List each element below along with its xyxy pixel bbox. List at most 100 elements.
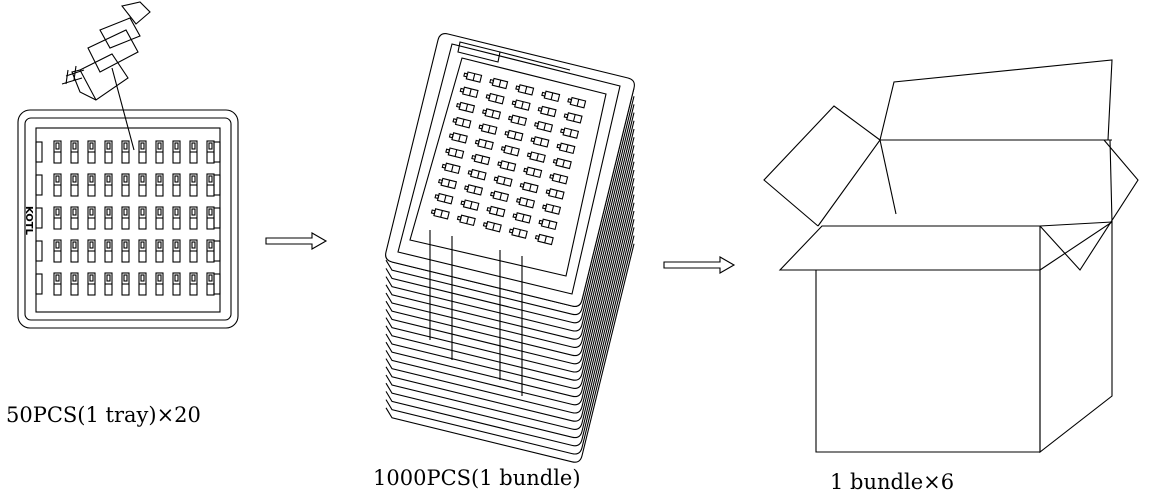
tray-inner-rim <box>24 117 232 321</box>
tray-slot <box>87 206 96 230</box>
tray-slot <box>121 239 130 263</box>
tray-slot <box>87 173 96 197</box>
tray-slot <box>70 206 79 230</box>
stack-top-slot <box>537 105 557 118</box>
tray-slot <box>121 140 130 164</box>
stack-top-slot <box>552 157 572 170</box>
tray-slot <box>206 173 215 197</box>
tray-slot <box>104 239 113 263</box>
tray-slot <box>206 206 215 230</box>
caption-tray: 50PCS(1 tray)×20 <box>6 403 201 427</box>
arrow-right-icon <box>663 256 736 274</box>
stack-top-slot <box>452 116 472 129</box>
insertion-leader-line <box>111 67 135 151</box>
tray-slot <box>155 272 164 296</box>
tray-brand-mark: KOTL <box>23 206 34 236</box>
stack-top-slot <box>445 147 465 159</box>
tray-slot <box>189 140 198 164</box>
tray-slot <box>189 272 198 296</box>
stack-top-slot <box>504 129 524 142</box>
component-illustration <box>61 1 151 151</box>
stack-top-slot <box>438 177 458 190</box>
tray-slot <box>121 206 130 230</box>
stack-top-slot <box>538 218 558 231</box>
stack-top-slot <box>459 86 479 99</box>
tray-side-tab <box>213 174 221 196</box>
tray-slot <box>138 173 147 197</box>
tray-side-tab <box>213 240 221 262</box>
tray-side-tab <box>35 273 43 295</box>
stack-top-slot <box>530 136 550 148</box>
tray-slot <box>87 140 96 164</box>
tray-slot <box>189 206 198 230</box>
tray-slot <box>172 239 181 263</box>
stack-top-slot <box>474 138 494 151</box>
stack-top-slot <box>490 190 510 203</box>
tray-slot <box>104 173 113 197</box>
stack-top-slot <box>456 214 476 227</box>
tray-slot-grid <box>53 140 215 296</box>
tray-slot <box>189 173 198 197</box>
stack-top-slot <box>464 184 484 196</box>
stack-top-slot <box>448 132 468 144</box>
tray-slot <box>104 206 113 230</box>
stack-top-slot <box>542 203 562 215</box>
stack-top-slot <box>508 227 528 239</box>
carton-left-flap <box>763 105 881 227</box>
stack-top-slot <box>534 233 554 246</box>
stack-top-slot <box>516 196 536 209</box>
tray-slot <box>104 140 113 164</box>
stack-top-slot <box>560 127 580 139</box>
tray-slot <box>70 173 79 197</box>
tray-slot <box>172 272 181 296</box>
tray-slot <box>206 239 215 263</box>
tray-slot <box>189 239 198 263</box>
stack-top-slot <box>489 77 509 90</box>
stack-top-slot <box>482 220 502 233</box>
carton-box <box>763 59 1139 454</box>
stack-top-slot <box>508 114 528 127</box>
stack-top-tray <box>385 33 635 396</box>
stack-top-slot <box>519 181 539 194</box>
tray-side-tab <box>35 174 43 196</box>
stack-top-slot <box>549 172 569 185</box>
caption-bundle: 1000PCS(1 bundle) <box>373 466 581 490</box>
tray-slot <box>172 173 181 197</box>
carton-right-flap <box>1039 139 1139 271</box>
tray-side-tab <box>213 207 221 229</box>
tray-side-tab <box>35 240 43 262</box>
tray-slot <box>121 272 130 296</box>
stack-top-slot <box>563 112 583 124</box>
stack-top-slot <box>500 144 520 157</box>
tray-slot <box>155 140 164 164</box>
stack-top-slot <box>493 175 513 187</box>
stack-top-slot <box>467 168 487 181</box>
tray-slot <box>87 239 96 263</box>
stack-top-slot <box>434 192 454 205</box>
tray-side-tab <box>213 273 221 295</box>
stack-top-slot <box>485 92 505 105</box>
carton-front-face <box>815 269 1041 453</box>
tray-slot <box>138 239 147 263</box>
tray-slot <box>70 140 79 164</box>
stack-top-slot <box>456 101 476 114</box>
tray-slot <box>70 272 79 296</box>
stack-top-slot <box>523 166 543 179</box>
tray-side-tab <box>213 141 221 163</box>
stack-top-slot <box>545 188 565 200</box>
stack-top-slot <box>471 153 491 166</box>
tray-slot <box>70 239 79 263</box>
stack-top-slot <box>526 151 546 163</box>
stack-top-slot <box>534 120 554 133</box>
stack-top-slot <box>486 205 506 218</box>
stack-top-slot <box>512 212 532 224</box>
tray-slot <box>138 272 147 296</box>
tray-slot <box>172 206 181 230</box>
stack-top-slot <box>441 162 461 175</box>
component-body <box>87 29 139 73</box>
stack-top-slot <box>541 90 561 103</box>
tray-slot <box>53 272 62 296</box>
tray-slot <box>53 173 62 197</box>
tray-slot <box>155 239 164 263</box>
stack-top-slot <box>478 123 498 135</box>
